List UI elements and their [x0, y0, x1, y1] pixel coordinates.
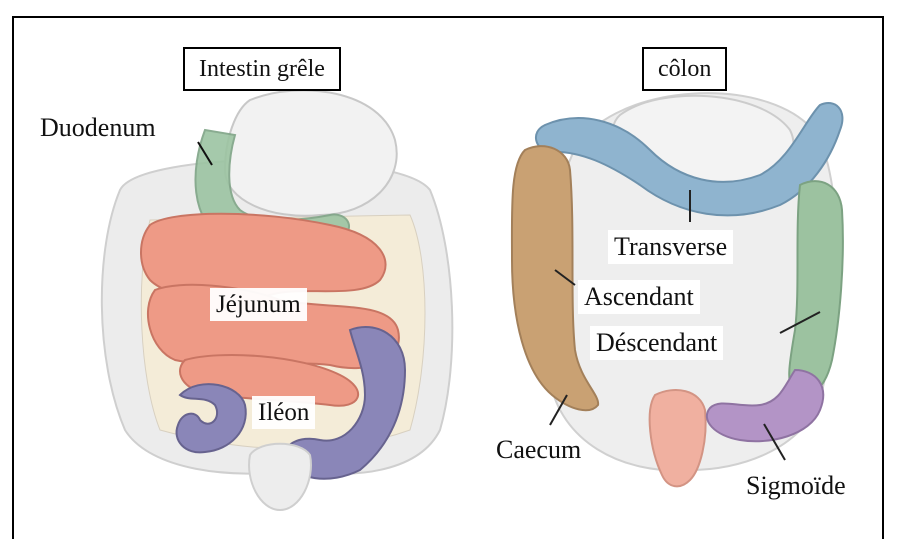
ascending-label: Ascendant: [578, 280, 700, 314]
small-intestine-title: Intestin grêle: [183, 47, 341, 91]
left-bladder: [249, 444, 311, 510]
descending-label: Déscendant: [590, 326, 723, 360]
duodenum-label: Duodenum: [40, 115, 156, 141]
transverse-label: Transverse: [608, 230, 733, 264]
ileum-label: Iléon: [252, 396, 315, 429]
descending-colon: [789, 181, 843, 394]
rectum: [650, 390, 706, 486]
sigmoid-label: Sigmoïde: [746, 473, 846, 499]
jejunum-label: Jéjunum: [210, 288, 307, 321]
left-stomach: [225, 90, 397, 215]
colon-title: côlon: [642, 47, 727, 91]
caecum-label: Caecum: [496, 437, 581, 463]
